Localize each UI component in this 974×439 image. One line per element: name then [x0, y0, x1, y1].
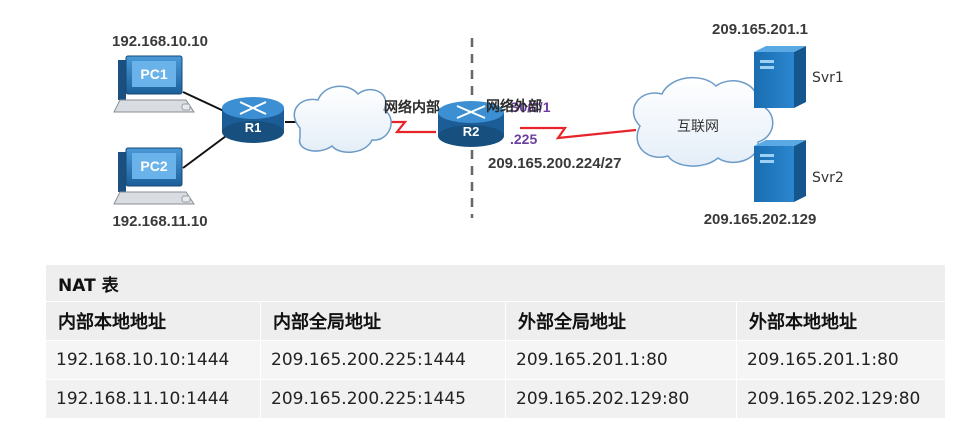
header-outside-global: 外部全局地址 [505, 301, 737, 341]
zone-outside-label: 网络外部 [486, 98, 542, 115]
r2-network: 209.165.200.224/27 [488, 155, 621, 172]
pc2-name: PC2 [140, 158, 167, 174]
svr1-ip: 209.165.201.1 [712, 21, 808, 38]
serial-links [375, 120, 637, 140]
router-r1[interactable]: R1 [222, 97, 284, 143]
router-r2-name: R2 [463, 124, 480, 139]
router-r1-name: R1 [245, 120, 262, 135]
pc1-name: PC1 [140, 66, 167, 82]
router-r2[interactable]: R2 [438, 101, 504, 147]
cell-outside-local: 209.165.202.129:80 [736, 379, 946, 419]
internet-label: 互联网 [677, 119, 719, 135]
wan-cloud [293, 85, 392, 153]
server-svr2[interactable] [754, 140, 806, 202]
header-outside-local: 外部本地地址 [736, 301, 946, 341]
cell-inside-global: 209.165.200.225:1445 [260, 379, 506, 419]
zone-inside-label: 网络内部 [384, 99, 440, 116]
server-svr1[interactable] [754, 46, 806, 108]
nat-table-header-row: 内部本地地址 内部全局地址 外部全局地址 外部本地地址 [45, 301, 946, 341]
cell-inside-local: 192.168.11.10:1444 [45, 379, 261, 419]
nat-table-title: NAT 表 [45, 264, 946, 302]
table-row: 192.168.11.10:1444 209.165.200.225:1445 … [45, 379, 946, 419]
cell-outside-global: 209.165.201.1:80 [505, 340, 737, 380]
pc2[interactable]: PC2 [113, 147, 195, 205]
svr2-ip: 209.165.202.129 [704, 211, 817, 228]
cell-inside-local: 192.168.10.10:1444 [45, 340, 261, 380]
r2-host-address: .225 [510, 131, 537, 147]
svr2-name: Svr2 [812, 170, 844, 186]
r2-serial-interface: S0/0/1 [510, 99, 551, 115]
nat-table: NAT 表 内部本地地址 内部全局地址 外部全局地址 外部本地地址 192.16… [45, 264, 946, 419]
cell-outside-local: 209.165.201.1:80 [736, 340, 946, 380]
nat-table-title-row: NAT 表 [45, 264, 946, 302]
pc1[interactable]: PC1 [113, 55, 195, 113]
svr1-name: Svr1 [812, 70, 844, 86]
cell-outside-global: 209.165.202.129:80 [505, 379, 737, 419]
header-inside-local: 内部本地地址 [45, 301, 261, 341]
pc1-ip: 192.168.10.10 [112, 33, 208, 50]
cell-inside-global: 209.165.200.225:1444 [260, 340, 506, 380]
internet-cloud: 互联网 [632, 76, 774, 167]
table-row: 192.168.10.10:1444 209.165.200.225:1444 … [45, 340, 946, 380]
pc2-ip: 192.168.11.10 [112, 213, 207, 230]
header-inside-global: 内部全局地址 [260, 301, 506, 341]
network-topology: 互联网 PC1 192.168.10.10 PC2 192.168.11.10 … [112, 21, 844, 230]
